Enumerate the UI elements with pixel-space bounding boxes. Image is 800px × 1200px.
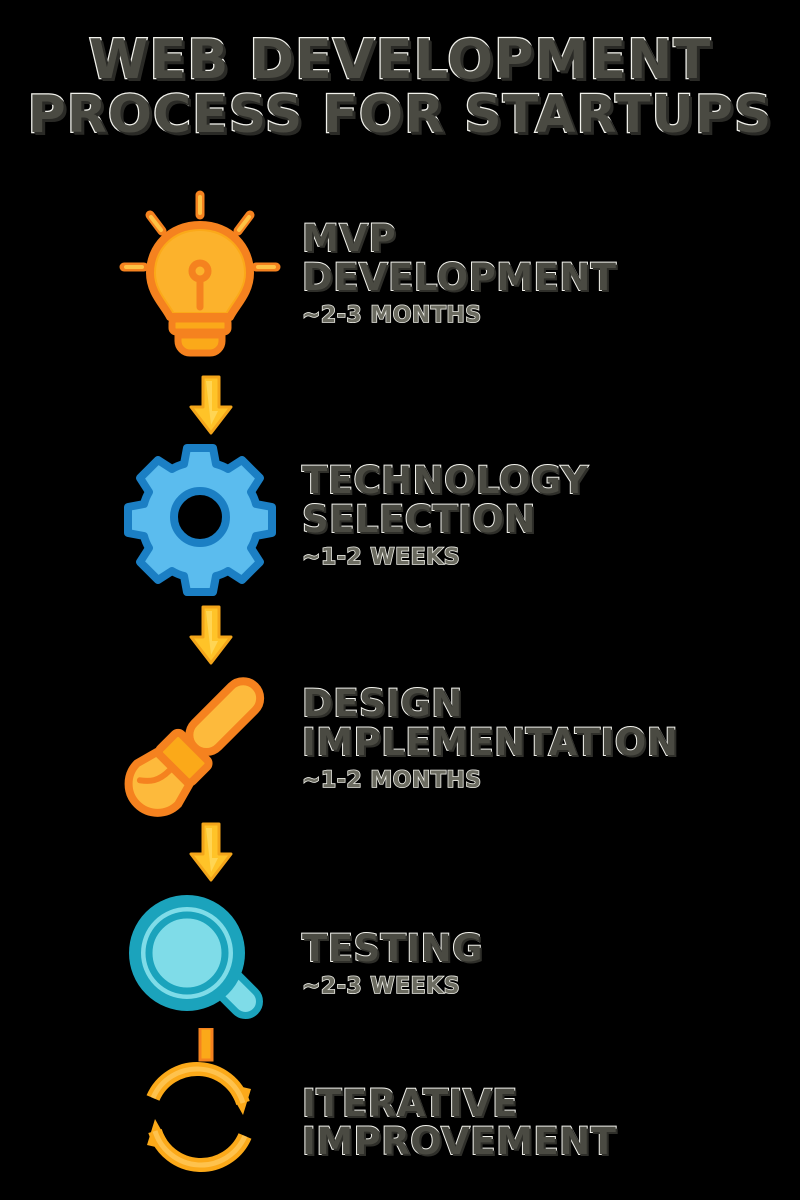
step-5-text: ITERATIVE IMPROVEMENT <box>290 1081 800 1163</box>
step-1-title: MVP DEVELOPMENT <box>301 217 800 299</box>
arrow-step1-to-step2 <box>183 375 239 437</box>
step-4-title-line-1: TESTING <box>301 926 484 970</box>
step-4-duration: ~2-3 WEEKS <box>301 973 461 1000</box>
step-1-text: MVP DEVELOPMENT ~2-3 MONTHS <box>290 217 800 329</box>
process-step-3[interactable]: DESIGN IMPLEMENTATION ~1-2 MONTHS <box>110 655 800 825</box>
arrow-step3-to-step4 <box>183 822 239 884</box>
title-line-1: WEB DEVELOPMENT <box>88 28 712 91</box>
step-1-duration: ~2-3 MONTHS <box>301 302 482 329</box>
step-4-title: TESTING <box>301 926 800 970</box>
step-2-duration: ~1-2 WEEKS <box>301 544 461 571</box>
process-step-2[interactable]: TECHNOLOGY SELECTION ~1-2 WEEKS <box>110 432 800 602</box>
title-line-2: PROCESS FOR STARTUPS <box>26 85 773 146</box>
arrow-step2-to-step3 <box>183 605 239 667</box>
arrow-step4-to-step5 <box>196 1028 218 1062</box>
step-2-text: TECHNOLOGY SELECTION ~1-2 WEEKS <box>290 459 800 571</box>
step-5-title: ITERATIVE IMPROVEMENT <box>301 1081 800 1163</box>
step-2-title: TECHNOLOGY SELECTION <box>301 459 800 541</box>
lightbulb-icon <box>110 190 290 360</box>
process-step-5[interactable]: ITERATIVE IMPROVEMENT <box>110 1038 800 1200</box>
step-1-title-line-1: MVP <box>301 217 397 261</box>
paintbrush-icon <box>110 655 290 825</box>
step-3-duration: ~1-2 MONTHS <box>301 767 482 794</box>
step-1-title-line-2: DEVELOPMENT <box>301 255 617 299</box>
step-3-title: DESIGN IMPLEMENTATION <box>301 682 800 764</box>
process-step-4[interactable]: TESTING ~2-3 WEEKS <box>110 880 800 1050</box>
step-2-title-line-2: SELECTION <box>301 497 536 541</box>
gear-icon <box>110 432 290 602</box>
step-5-title-line-1: ITERATIVE <box>301 1081 518 1125</box>
step-2-title-line-1: TECHNOLOGY <box>301 459 589 503</box>
step-3-title-line-1: DESIGN <box>301 682 463 726</box>
refresh-cycle-icon <box>110 1038 290 1200</box>
magnifying-glass-icon <box>110 880 290 1050</box>
step-4-text: TESTING ~2-3 WEEKS <box>290 926 800 1001</box>
process-step-1[interactable]: MVP DEVELOPMENT ~2-3 MONTHS <box>110 190 800 360</box>
step-3-title-line-2: IMPLEMENTATION <box>301 720 679 764</box>
step-5-title-line-2: IMPROVEMENT <box>301 1120 617 1163</box>
page-title: WEB DEVELOPMENT PROCESS FOR STARTUPS <box>0 28 800 146</box>
step-3-text: DESIGN IMPLEMENTATION ~1-2 MONTHS <box>290 682 800 794</box>
